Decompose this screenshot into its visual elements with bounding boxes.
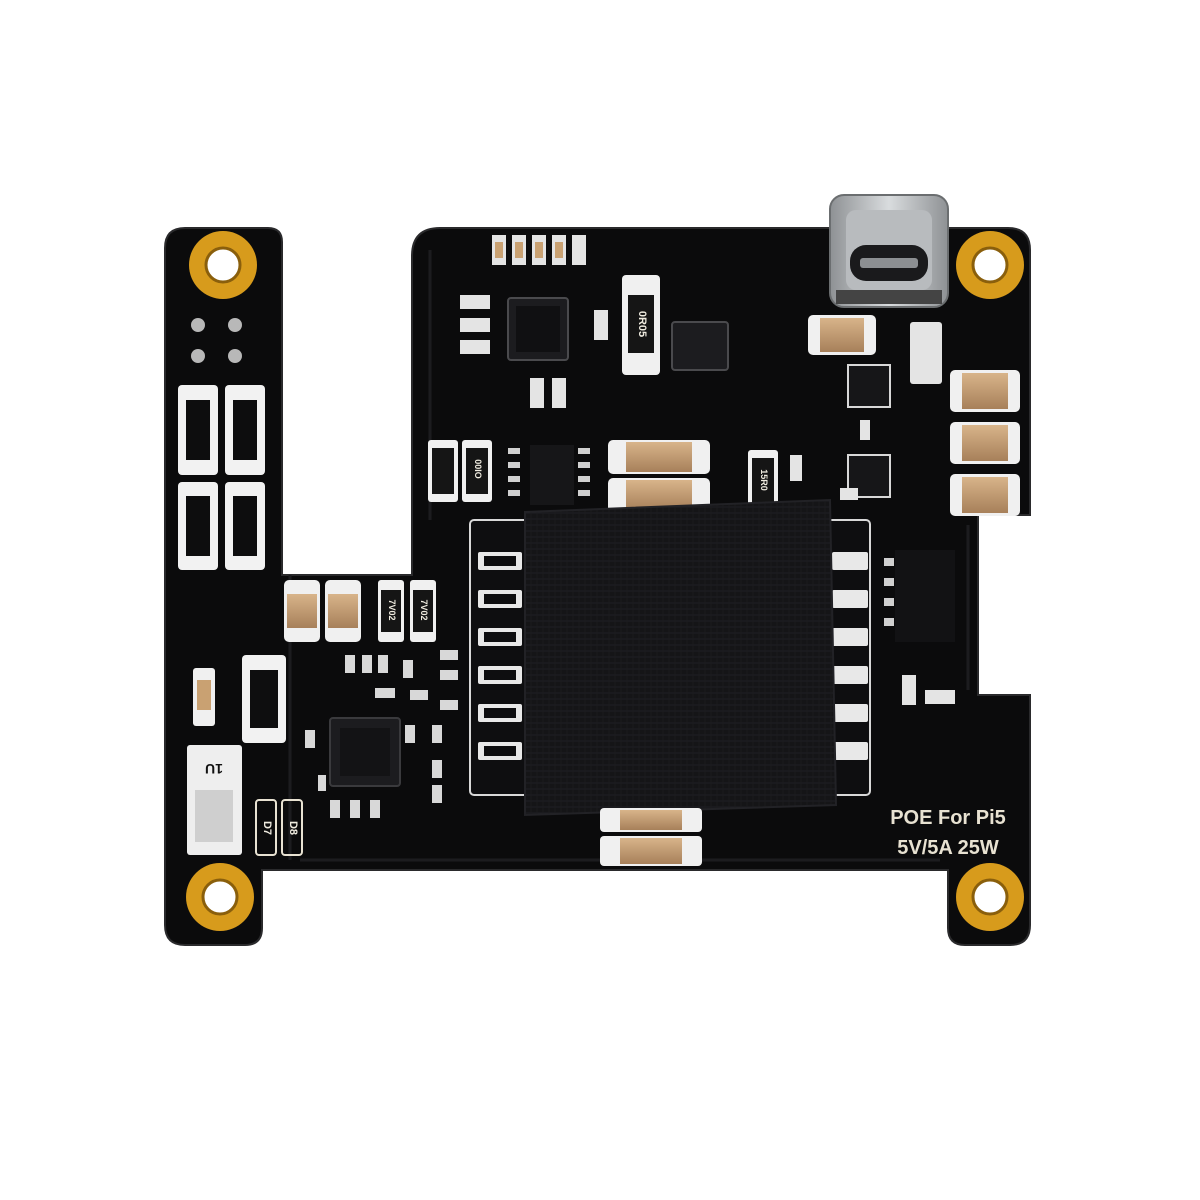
small-smd-parts [305, 650, 458, 818]
qfn-ic-top-right [671, 321, 729, 371]
via-cluster [191, 318, 242, 363]
soic-ic [508, 445, 590, 505]
top-smd-row [492, 235, 586, 265]
resistor-pair: 7V02 7V02 [378, 580, 436, 642]
qfn-ic-top-left [507, 297, 569, 361]
smd-resistor [925, 690, 955, 704]
poe-transformer [469, 498, 871, 817]
capacitor-center-top [608, 440, 710, 512]
smd-resistor [902, 675, 916, 705]
capacitor-near-usb [808, 315, 876, 355]
resistor-mark: 7V02 [419, 599, 429, 620]
resistor-mark: 7V02 [387, 599, 397, 620]
silk-trace [288, 250, 970, 862]
smd-resistor-body [197, 680, 211, 710]
diode-mark-d8: D8 [287, 821, 299, 835]
small-parts-right [790, 322, 942, 500]
inductor: 1U [187, 745, 242, 855]
resistor-mark: 00IO [473, 459, 483, 479]
current-shunt: 0R05 [622, 275, 660, 375]
mounting-hole-icon [189, 231, 257, 299]
resistor-pair-top: 00IO [428, 440, 492, 502]
mosfet-body [250, 670, 278, 728]
inductor-mark: 1U [205, 761, 223, 777]
mounting-hole-icon [956, 863, 1024, 931]
shunt-mark: 0R05 [636, 311, 648, 337]
board-label-line1: POE For Pi5 [890, 807, 1006, 829]
diode-mark-d7: D7 [261, 821, 273, 835]
left-of-ic-parts [460, 295, 608, 408]
capacitor-bottom [600, 808, 702, 866]
capacitor-column-right [950, 370, 1020, 516]
smd-diode-bank [178, 385, 265, 570]
transformer-tape [524, 498, 838, 817]
mosfet-right [884, 550, 955, 642]
resistor-15r0: 15R0 [748, 450, 778, 512]
board-label-line2: 5V/5A 25W [897, 837, 999, 859]
diode-pair: D7 D8 [255, 799, 303, 856]
controller-ic [329, 717, 401, 787]
capacitor-pair-left [284, 580, 361, 642]
usb-c-port-icon [829, 194, 949, 308]
mounting-hole-icon [186, 863, 254, 931]
mounting-hole-icon [956, 231, 1024, 299]
resistor-mark: 15R0 [759, 469, 769, 491]
